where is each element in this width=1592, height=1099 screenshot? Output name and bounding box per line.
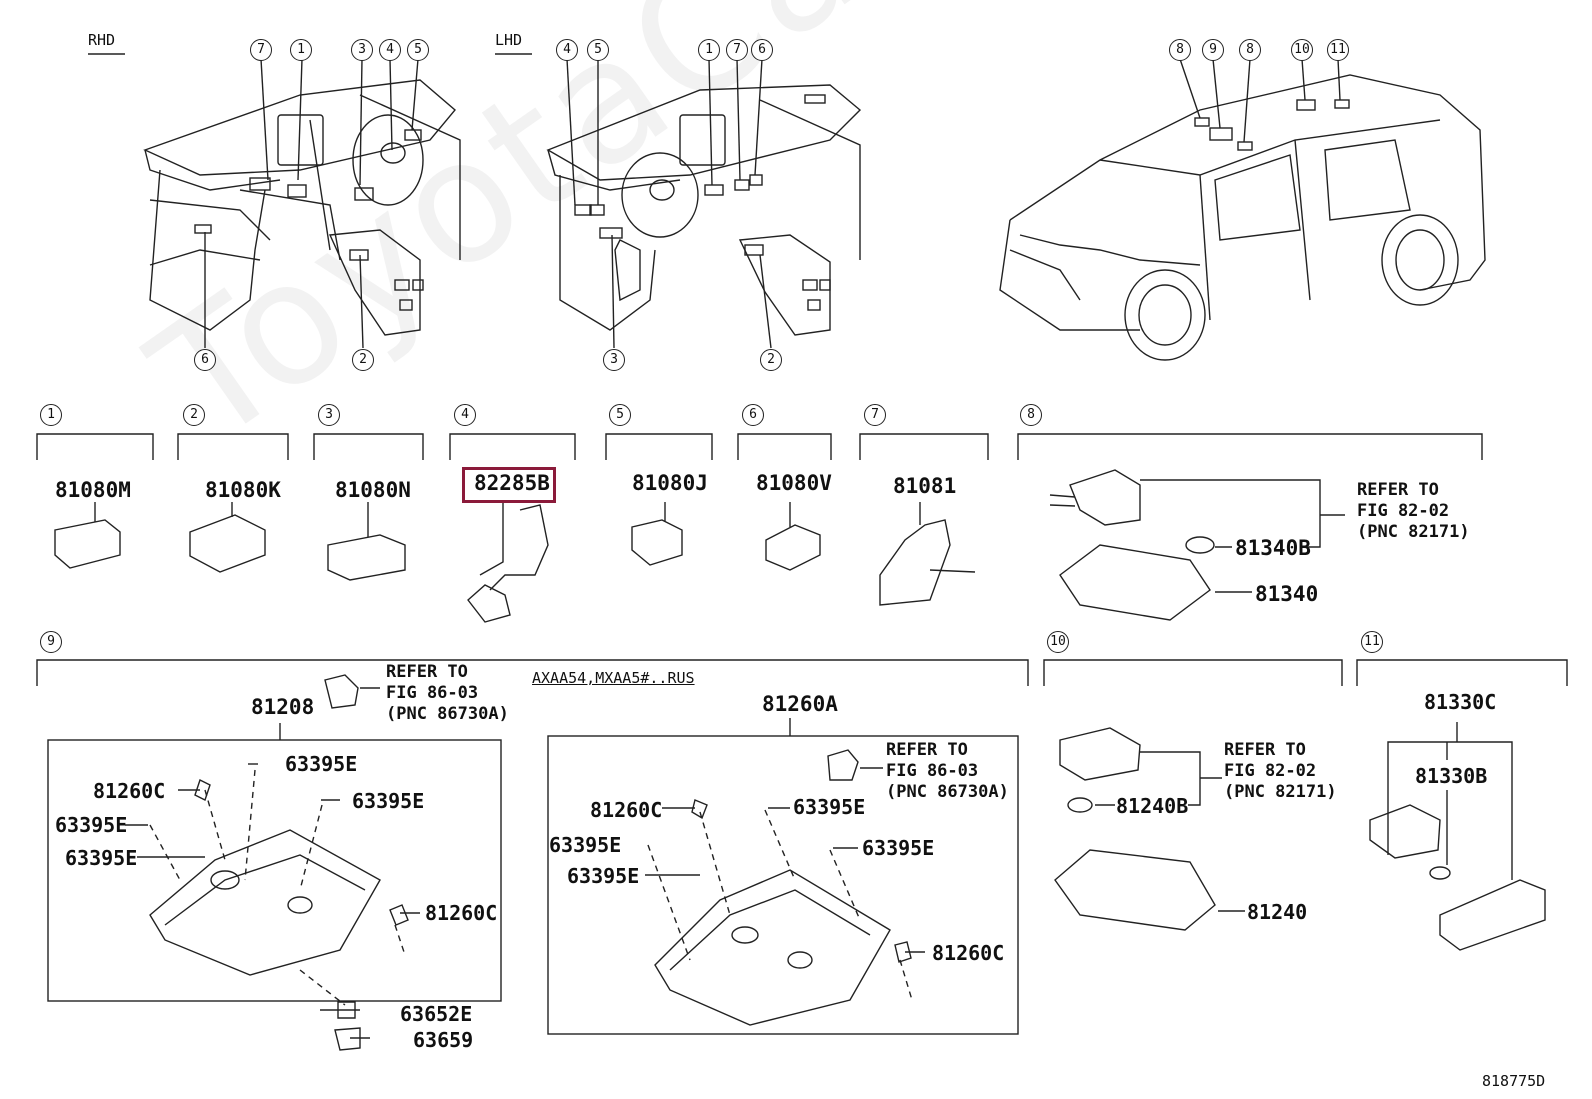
ref-86-line2-b[interactable]: FIG 86-03: [886, 761, 979, 781]
model-note: AXAA54,MXAA5#..RUS: [532, 669, 695, 687]
lhd-dashboard-illustration: [546, 84, 862, 336]
callout-8-car-a: 8: [1169, 39, 1191, 61]
rhd-dashboard-illustration: [143, 79, 461, 336]
callout-3-lhd: 3: [603, 349, 625, 371]
part-81340B[interactable]: 81340B: [1235, 536, 1311, 560]
callout-6-lhd: 6: [751, 39, 773, 61]
part-81080M[interactable]: 81080M: [55, 478, 131, 502]
callout-1-lhd: 1: [698, 39, 720, 61]
callout-5-rhd: 5: [407, 39, 429, 61]
bracket-81260C-d[interactable]: 81260C: [932, 941, 1005, 965]
callout-9-car: 9: [1202, 39, 1224, 61]
part-81080J[interactable]: 81080J: [632, 471, 708, 495]
clip-63395E-d[interactable]: 63395E: [65, 846, 138, 870]
group-11-marker: 11: [1361, 631, 1383, 653]
callout-1-rhd: 1: [290, 39, 312, 61]
ref-86-line2-a[interactable]: FIG 86-03: [386, 683, 479, 703]
ref-82-line3-g8: (PNC 82171): [1357, 522, 1470, 542]
part-63659[interactable]: 63659: [413, 1028, 474, 1052]
part-81330B[interactable]: 81330B: [1415, 764, 1488, 788]
group-7-marker: 7: [864, 404, 886, 426]
part-81240[interactable]: 81240: [1247, 900, 1308, 924]
callout-3-rhd: 3: [351, 39, 373, 61]
ref-82-line1-g8: REFER TO: [1357, 480, 1439, 500]
group-8-marker: 8: [1020, 404, 1042, 426]
group-1-marker: 1: [40, 404, 62, 426]
part-63652E[interactable]: 63652E: [400, 1002, 473, 1026]
bracket-81260C-b[interactable]: 81260C: [425, 901, 498, 925]
group-6-marker: 6: [742, 404, 764, 426]
diagram-id: 818775D: [1482, 1072, 1546, 1090]
ref-86-line1-b: REFER TO: [886, 740, 968, 760]
clip-63395E-c[interactable]: 63395E: [55, 813, 128, 837]
clip-63395E-h[interactable]: 63395E: [567, 864, 640, 888]
part-82285B[interactable]: 82285B: [474, 471, 550, 495]
ref-86-line1-a: REFER TO: [386, 662, 468, 682]
ref-82-line1-g10: REFER TO: [1224, 740, 1306, 760]
group-4-marker: 4: [454, 404, 476, 426]
callout-5-lhd: 5: [587, 39, 609, 61]
part-81080K[interactable]: 81080K: [205, 478, 281, 502]
callout-6-rhd: 6: [194, 349, 216, 371]
part-81330C[interactable]: 81330C: [1424, 690, 1497, 714]
clip-63395E-f[interactable]: 63395E: [549, 833, 622, 857]
suv-illustration: [999, 74, 1486, 361]
part-81080N[interactable]: 81080N: [335, 478, 411, 502]
part-81240B[interactable]: 81240B: [1116, 794, 1189, 818]
callout-7-lhd: 7: [726, 39, 748, 61]
group-10-marker: 10: [1047, 631, 1069, 653]
clip-63395E-b[interactable]: 63395E: [352, 789, 425, 813]
ref-82-line2-g8[interactable]: FIG 82-02: [1357, 501, 1450, 521]
region-label-rhd: RHD: [88, 31, 116, 49]
group-3-marker: 3: [318, 404, 340, 426]
part-81260A[interactable]: 81260A: [762, 692, 838, 716]
group-5-marker: 5: [609, 404, 631, 426]
highlighted-part-box: [462, 467, 556, 503]
ref-86-line3-b: (PNC 86730A): [886, 782, 1009, 802]
callout-10-car: 10: [1291, 39, 1313, 61]
callout-7-rhd: 7: [250, 39, 272, 61]
ref-86-line3-a: (PNC 86730A): [386, 704, 509, 724]
callout-2-rhd: 2: [352, 349, 374, 371]
callout-4-lhd: 4: [556, 39, 578, 61]
callout-11-car: 11: [1327, 39, 1349, 61]
group-2-marker: 2: [183, 404, 205, 426]
bracket-81260C-a[interactable]: 81260C: [93, 779, 166, 803]
group-9-marker: 9: [40, 631, 62, 653]
callout-4-rhd: 4: [379, 39, 401, 61]
callout-2-lhd: 2: [760, 349, 782, 371]
part-81081[interactable]: 81081: [893, 474, 957, 498]
clip-63395E-g[interactable]: 63395E: [862, 836, 935, 860]
region-label-lhd: LHD: [495, 31, 523, 49]
callout-8-car-b: 8: [1239, 39, 1261, 61]
bracket-81260C-c[interactable]: 81260C: [590, 798, 663, 822]
ref-82-line3-g10: (PNC 82171): [1224, 782, 1337, 802]
part-81080V[interactable]: 81080V: [756, 471, 832, 495]
clip-63395E-e[interactable]: 63395E: [793, 795, 866, 819]
clip-63395E-a[interactable]: 63395E: [285, 752, 358, 776]
ref-82-line2-g10[interactable]: FIG 82-02: [1224, 761, 1317, 781]
part-81208[interactable]: 81208: [251, 695, 315, 719]
part-81340[interactable]: 81340: [1255, 582, 1319, 606]
